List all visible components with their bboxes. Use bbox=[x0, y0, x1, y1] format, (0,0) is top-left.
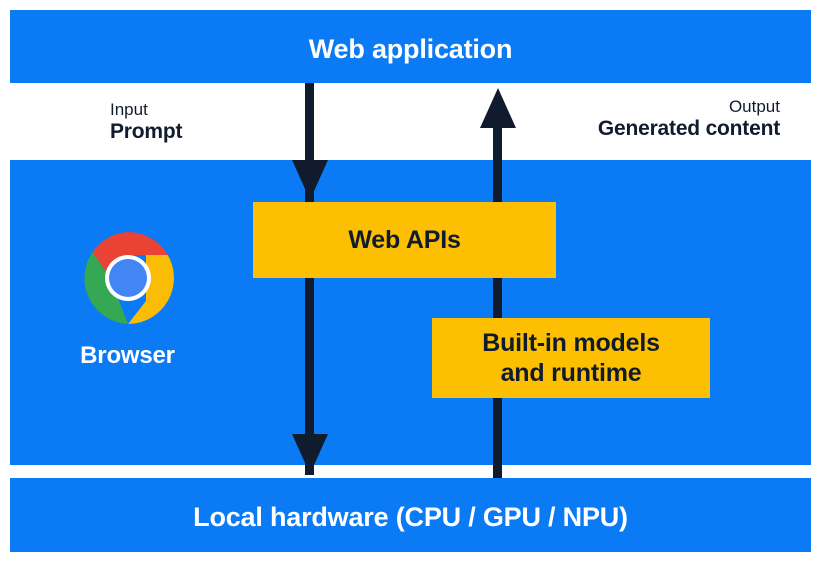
builtin-models-label: Built-in models and runtime bbox=[482, 328, 660, 389]
browser-identity: Browser bbox=[60, 230, 195, 370]
builtin-models-label-line2: and runtime bbox=[500, 359, 642, 387]
web-apis-box: Web APIs bbox=[253, 202, 556, 278]
input-flow-arrow-line bbox=[305, 83, 314, 475]
local-hardware-label: Local hardware (CPU / GPU / NPU) bbox=[193, 502, 628, 532]
output-annotation-kind: Output bbox=[728, 97, 780, 116]
web-apis-label: Web APIs bbox=[348, 225, 461, 254]
output-flow-arrowhead bbox=[480, 88, 516, 128]
input-annotation-kind: Input bbox=[110, 100, 148, 119]
chrome-logo-icon bbox=[83, 232, 174, 324]
web-application-label: Web application bbox=[308, 34, 513, 64]
output-annotation: Output Generated content bbox=[598, 97, 780, 142]
layer-web-application: Web application bbox=[10, 10, 811, 83]
output-flow-arrow-line bbox=[493, 120, 502, 478]
input-annotation-value: Prompt bbox=[110, 120, 183, 144]
input-annotation: Input Prompt bbox=[110, 100, 183, 145]
browser-label: Browser bbox=[80, 342, 175, 369]
input-flow-arrowhead-upper bbox=[292, 160, 328, 200]
layer-local-hardware: Local hardware (CPU / GPU / NPU) bbox=[10, 478, 811, 552]
builtin-models-box: Built-in models and runtime bbox=[432, 318, 710, 398]
builtin-models-label-line1: Built-in models bbox=[482, 328, 660, 357]
output-annotation-value: Generated content bbox=[597, 117, 780, 141]
input-flow-arrowhead-lower bbox=[292, 434, 328, 474]
